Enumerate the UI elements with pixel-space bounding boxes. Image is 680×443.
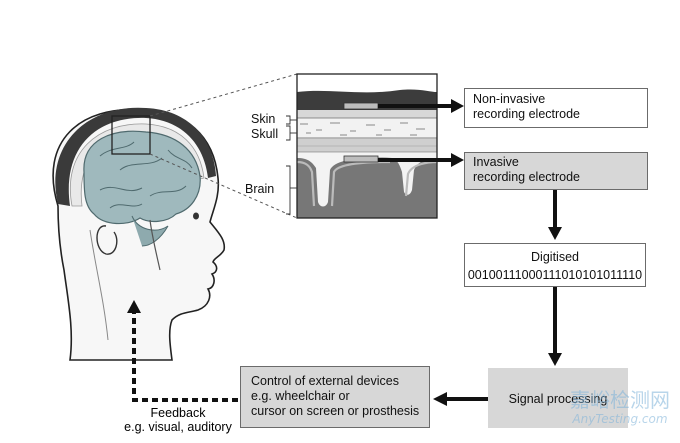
control-line2: e.g. wheelchair or (251, 389, 350, 403)
brain-label: Brain (245, 182, 275, 196)
brain-folds (99, 141, 193, 209)
skull-bracket (286, 125, 291, 141)
feedback-line1: Feedback (150, 406, 206, 420)
cerebellum (131, 215, 169, 247)
zoom-line-top (149, 73, 298, 117)
feedback-arrow (132, 312, 238, 402)
inset-frame (296, 73, 438, 219)
feedback-label: Feedback e.g. visual, auditory (118, 406, 238, 434)
skull-label: Skull (251, 127, 279, 141)
skin-label: Skin (251, 112, 276, 126)
invasive-electrode (343, 155, 379, 163)
skin-bracket (286, 115, 291, 125)
invasive-line2: recording electrode (473, 170, 581, 184)
signal-processing-label: Signal processing (508, 392, 608, 406)
digitised-box: Digitised 00100111000111010101011110 (464, 243, 646, 287)
watermark: 嘉峪检测网 AnyTesting.com (566, 388, 674, 426)
eye (193, 212, 199, 220)
noninvasive-electrode (343, 102, 379, 110)
brainstem (149, 219, 161, 271)
noninvasive-line1: Non-invasive (473, 92, 546, 106)
control-line3: cursor on screen or prosthesis (251, 404, 420, 418)
digitised-bits: 00100111000111010101011110 (467, 268, 643, 282)
control-line1: Control of external devices (251, 374, 399, 388)
brain-bracket (286, 165, 291, 215)
noninvasive-line2: recording electrode (473, 107, 581, 121)
feedback-line2: e.g. visual, auditory (124, 420, 232, 434)
watermark-cn: 嘉峪检测网 (570, 388, 670, 412)
control-box: Control of external devices e.g. wheelch… (240, 366, 430, 428)
cross-section-inset (297, 74, 437, 218)
ear (96, 225, 118, 255)
digitised-title: Digitised (531, 250, 579, 264)
noninvasive-box: Non-invasive recording electrode (464, 88, 648, 128)
brain (83, 130, 201, 225)
neck-line (89, 229, 109, 341)
zoom-line-bottom (149, 153, 298, 219)
signal-processing-box: Signal processing (488, 368, 628, 428)
invasive-box: Invasive recording electrode (464, 152, 648, 190)
watermark-url: AnyTesting.com (572, 412, 668, 426)
invasive-line1: Invasive (473, 155, 519, 169)
zoom-region (111, 115, 151, 155)
